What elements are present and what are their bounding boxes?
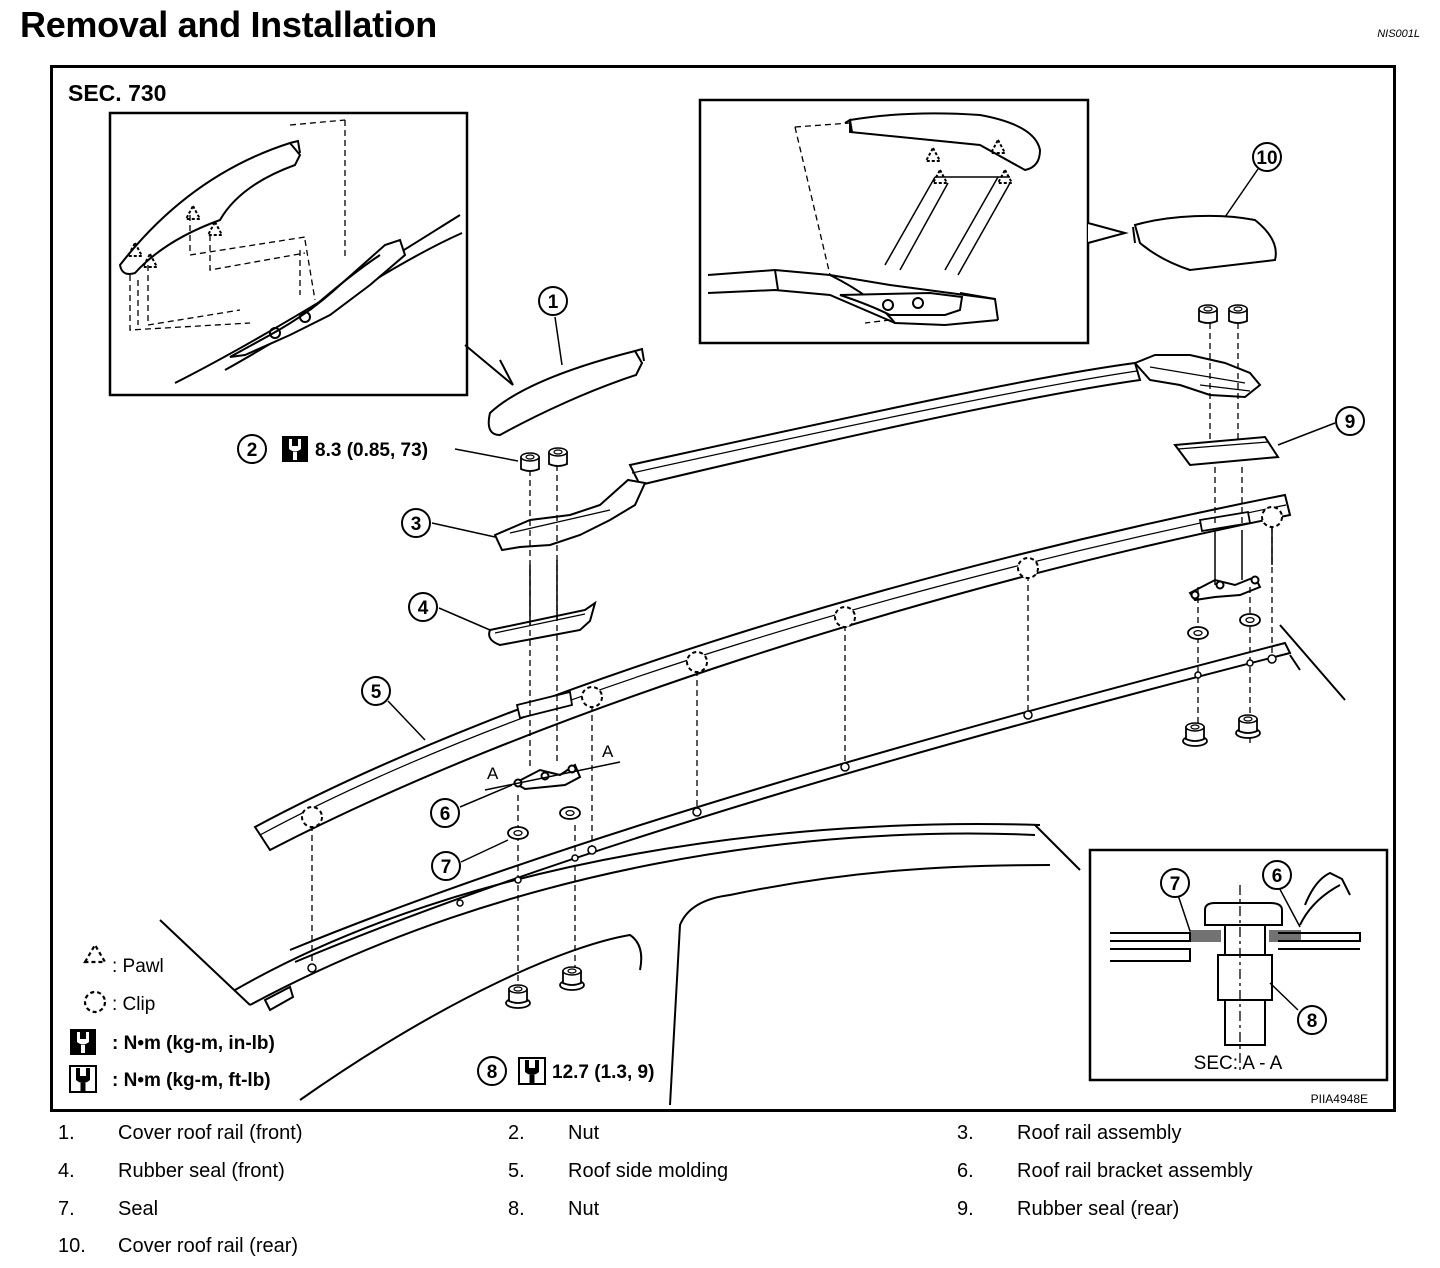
- svg-text:A: A: [602, 742, 614, 761]
- pawl-icon: [83, 942, 107, 964]
- callout-10: 10: [1224, 142, 1282, 218]
- svg-text:6: 6: [1272, 866, 1283, 887]
- inset-front-detail: [108, 111, 514, 397]
- vehicle-body-outline: [159, 624, 1346, 1106]
- diagram-svg: SEC. 730: [50, 65, 1396, 1112]
- section-a-marks: A A: [487, 742, 614, 783]
- svg-text:4: 4: [418, 598, 429, 619]
- svg-text:5: 5: [371, 682, 382, 703]
- callout-3: 3: [401, 508, 496, 538]
- svg-text:7: 7: [1170, 874, 1181, 895]
- clip-icon: [83, 990, 107, 1014]
- symbol-key: : Pawl : Clip : N•m (kg-m, in-lb) : N•m …: [69, 942, 275, 1093]
- image-code: PIIA4948E: [1311, 1092, 1368, 1106]
- rubber-seal-rear: [1173, 435, 1280, 467]
- clip-holes: [307, 654, 1277, 973]
- callout-2: 2: [237, 434, 519, 464]
- callout-8-section: 8: [1297, 1005, 1327, 1035]
- callout-1: 1: [538, 286, 568, 366]
- callout-9: 9: [1277, 406, 1365, 446]
- cover-roof-rail-rear: [1132, 214, 1277, 272]
- svg-text:A: A: [487, 764, 499, 783]
- callout-5: 5: [361, 676, 426, 741]
- clip-key-text: : Clip: [112, 994, 155, 1015]
- section-view-label: SEC: A - A: [1194, 1053, 1283, 1074]
- torque-wrench-icon: [70, 1029, 96, 1055]
- svg-text:9: 9: [1345, 412, 1356, 433]
- callout-8: 8: [477, 1056, 546, 1086]
- callout-6-section: 6: [1262, 860, 1292, 890]
- document-code: NIS001L: [1377, 28, 1420, 40]
- callouts: 1 2 3 4 5 6 7: [237, 142, 1365, 1086]
- assembly-lines-solid: [529, 525, 1273, 625]
- inset-section-aa: SEC: A - A: [1088, 848, 1389, 1082]
- callout-4: 4: [408, 592, 491, 631]
- torque-value-nut: 12.7 (1.3, 9): [552, 1062, 654, 1083]
- exploded-diagram: SEC. 730: [50, 65, 1396, 1112]
- cover-roof-rail-front: [487, 347, 645, 437]
- callout-7-section: 7: [1160, 868, 1190, 898]
- svg-text:10: 10: [1256, 148, 1277, 169]
- torque-wrench-outline-icon: [69, 1065, 97, 1093]
- svg-text:2: 2: [247, 440, 258, 461]
- roof-rail-bracket-rear: [1188, 575, 1262, 602]
- svg-text:8: 8: [1307, 1011, 1318, 1032]
- svg-text:3: 3: [411, 514, 422, 535]
- pawl-key-text: : Pawl: [112, 956, 164, 977]
- callout-7: 7: [431, 839, 509, 881]
- roof-rail-assembly: [493, 354, 1262, 552]
- rubber-seal-front: [488, 600, 597, 647]
- inset-rear-detail: [698, 98, 1129, 345]
- callout-6: 6: [430, 784, 513, 828]
- torque-value-front: 8.3 (0.85, 73): [315, 440, 428, 461]
- torque-ft-lb-key-text: : N•m (kg-m, ft-lb): [112, 1070, 271, 1091]
- svg-text:7: 7: [441, 857, 452, 878]
- svg-text:1: 1: [548, 292, 559, 313]
- torque-in-lb-key-text: : N•m (kg-m, in-lb): [112, 1033, 275, 1054]
- parts-legend: 1.Cover roof rail (front) 2.Nut 3.Roof r…: [58, 1122, 1253, 1257]
- svg-text:6: 6: [440, 804, 451, 825]
- svg-text:8: 8: [487, 1062, 498, 1083]
- page-title: Removal and Installation: [20, 4, 437, 45]
- roof-rail-bracket-front: [484, 761, 621, 791]
- section-label: SEC. 730: [68, 80, 166, 106]
- molding-slots: [515, 510, 1252, 720]
